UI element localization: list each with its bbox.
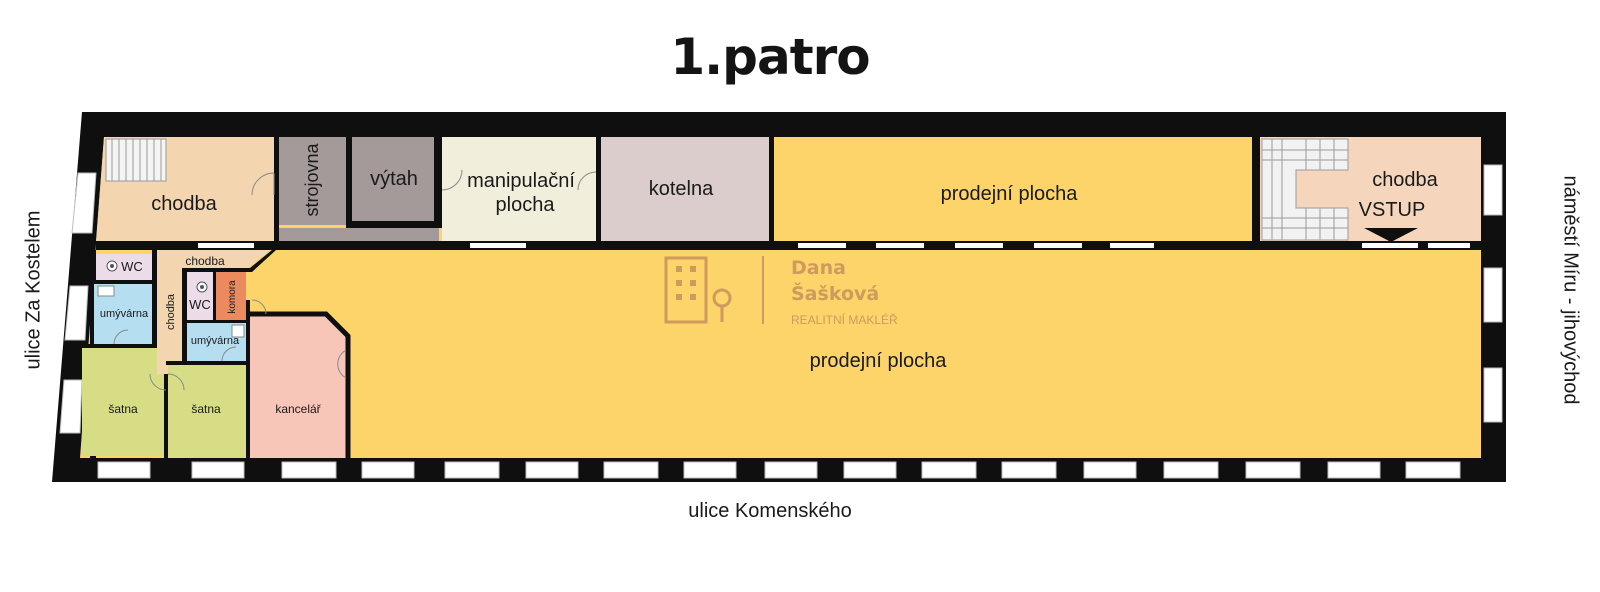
room-chodba-small bbox=[157, 250, 270, 273]
room-strojovna bbox=[279, 137, 346, 225]
building-logo-icon bbox=[664, 256, 732, 324]
label-komora: komora bbox=[227, 280, 238, 314]
windows bbox=[59, 164, 1503, 479]
room-chodba-vertical bbox=[157, 273, 182, 374]
room-manipulacni-plocha bbox=[442, 137, 596, 241]
label-chodba-nw: chodba bbox=[151, 193, 217, 215]
room-satna-1 bbox=[82, 348, 164, 456]
partition-wall bbox=[96, 241, 1482, 250]
label-kotelna: kotelna bbox=[649, 178, 714, 200]
fixtures bbox=[97, 260, 245, 338]
label-wc-1: WC bbox=[121, 259, 143, 274]
label-wc-2: WC bbox=[189, 297, 211, 312]
label-satna-2: šatna bbox=[191, 402, 221, 416]
label-umyvarna-2: umývárna bbox=[191, 335, 240, 347]
door-swings-south bbox=[113, 299, 347, 391]
street-label-right: náměstí Míru - jihovýchod bbox=[1559, 175, 1582, 405]
label-satna-1: šatna bbox=[108, 402, 138, 416]
label-chodba-vertical: chodba bbox=[165, 293, 177, 330]
label-chodba-ne: chodba bbox=[1372, 169, 1438, 191]
street-label-bottom: ulice Komenského bbox=[688, 500, 852, 522]
room-komora bbox=[216, 272, 246, 320]
label-manipulacni-2: plocha bbox=[496, 194, 556, 216]
watermark-name-1: Dana bbox=[791, 257, 846, 279]
label-prodejni-north: prodejní plocha bbox=[941, 183, 1079, 205]
label-manipulacni-1: manipulační bbox=[467, 170, 575, 192]
entrance-arrow-icon bbox=[1364, 228, 1418, 242]
room-strojovna-strip bbox=[279, 228, 439, 241]
room-kancelar bbox=[250, 316, 346, 458]
staircase-nw-icon bbox=[105, 138, 167, 182]
room-wc-2 bbox=[187, 272, 213, 320]
label-vytah: výtah bbox=[370, 168, 418, 190]
realtor-watermark: Dana Šašková REALITNÍ MAKLÉŘ bbox=[664, 256, 898, 327]
label-prodejni-main: prodejní plocha bbox=[810, 350, 948, 372]
room-wc-1 bbox=[96, 254, 152, 280]
label-kancelar: kancelář bbox=[275, 402, 321, 416]
label-umyvarna-1: umývárna bbox=[100, 308, 149, 320]
door-swings-north bbox=[251, 169, 597, 196]
label-chodba-small: chodba bbox=[185, 254, 225, 268]
street-label-left: ulice Za Kostelem bbox=[22, 210, 45, 370]
staircase-ne-icon bbox=[1261, 138, 1349, 241]
watermark-role: REALITNÍ MAKLÉŘ bbox=[791, 312, 898, 327]
watermark-name-2: Šašková bbox=[791, 281, 879, 305]
partition-openings bbox=[198, 243, 1470, 248]
room-prodejni-north bbox=[774, 137, 1252, 241]
label-strojovna: strojovna bbox=[302, 142, 322, 216]
room-kotelna bbox=[601, 137, 769, 241]
room-vytah bbox=[352, 137, 434, 221]
label-vstup: VSTUP bbox=[1359, 199, 1426, 221]
floor-title: 1.patro bbox=[670, 28, 870, 86]
